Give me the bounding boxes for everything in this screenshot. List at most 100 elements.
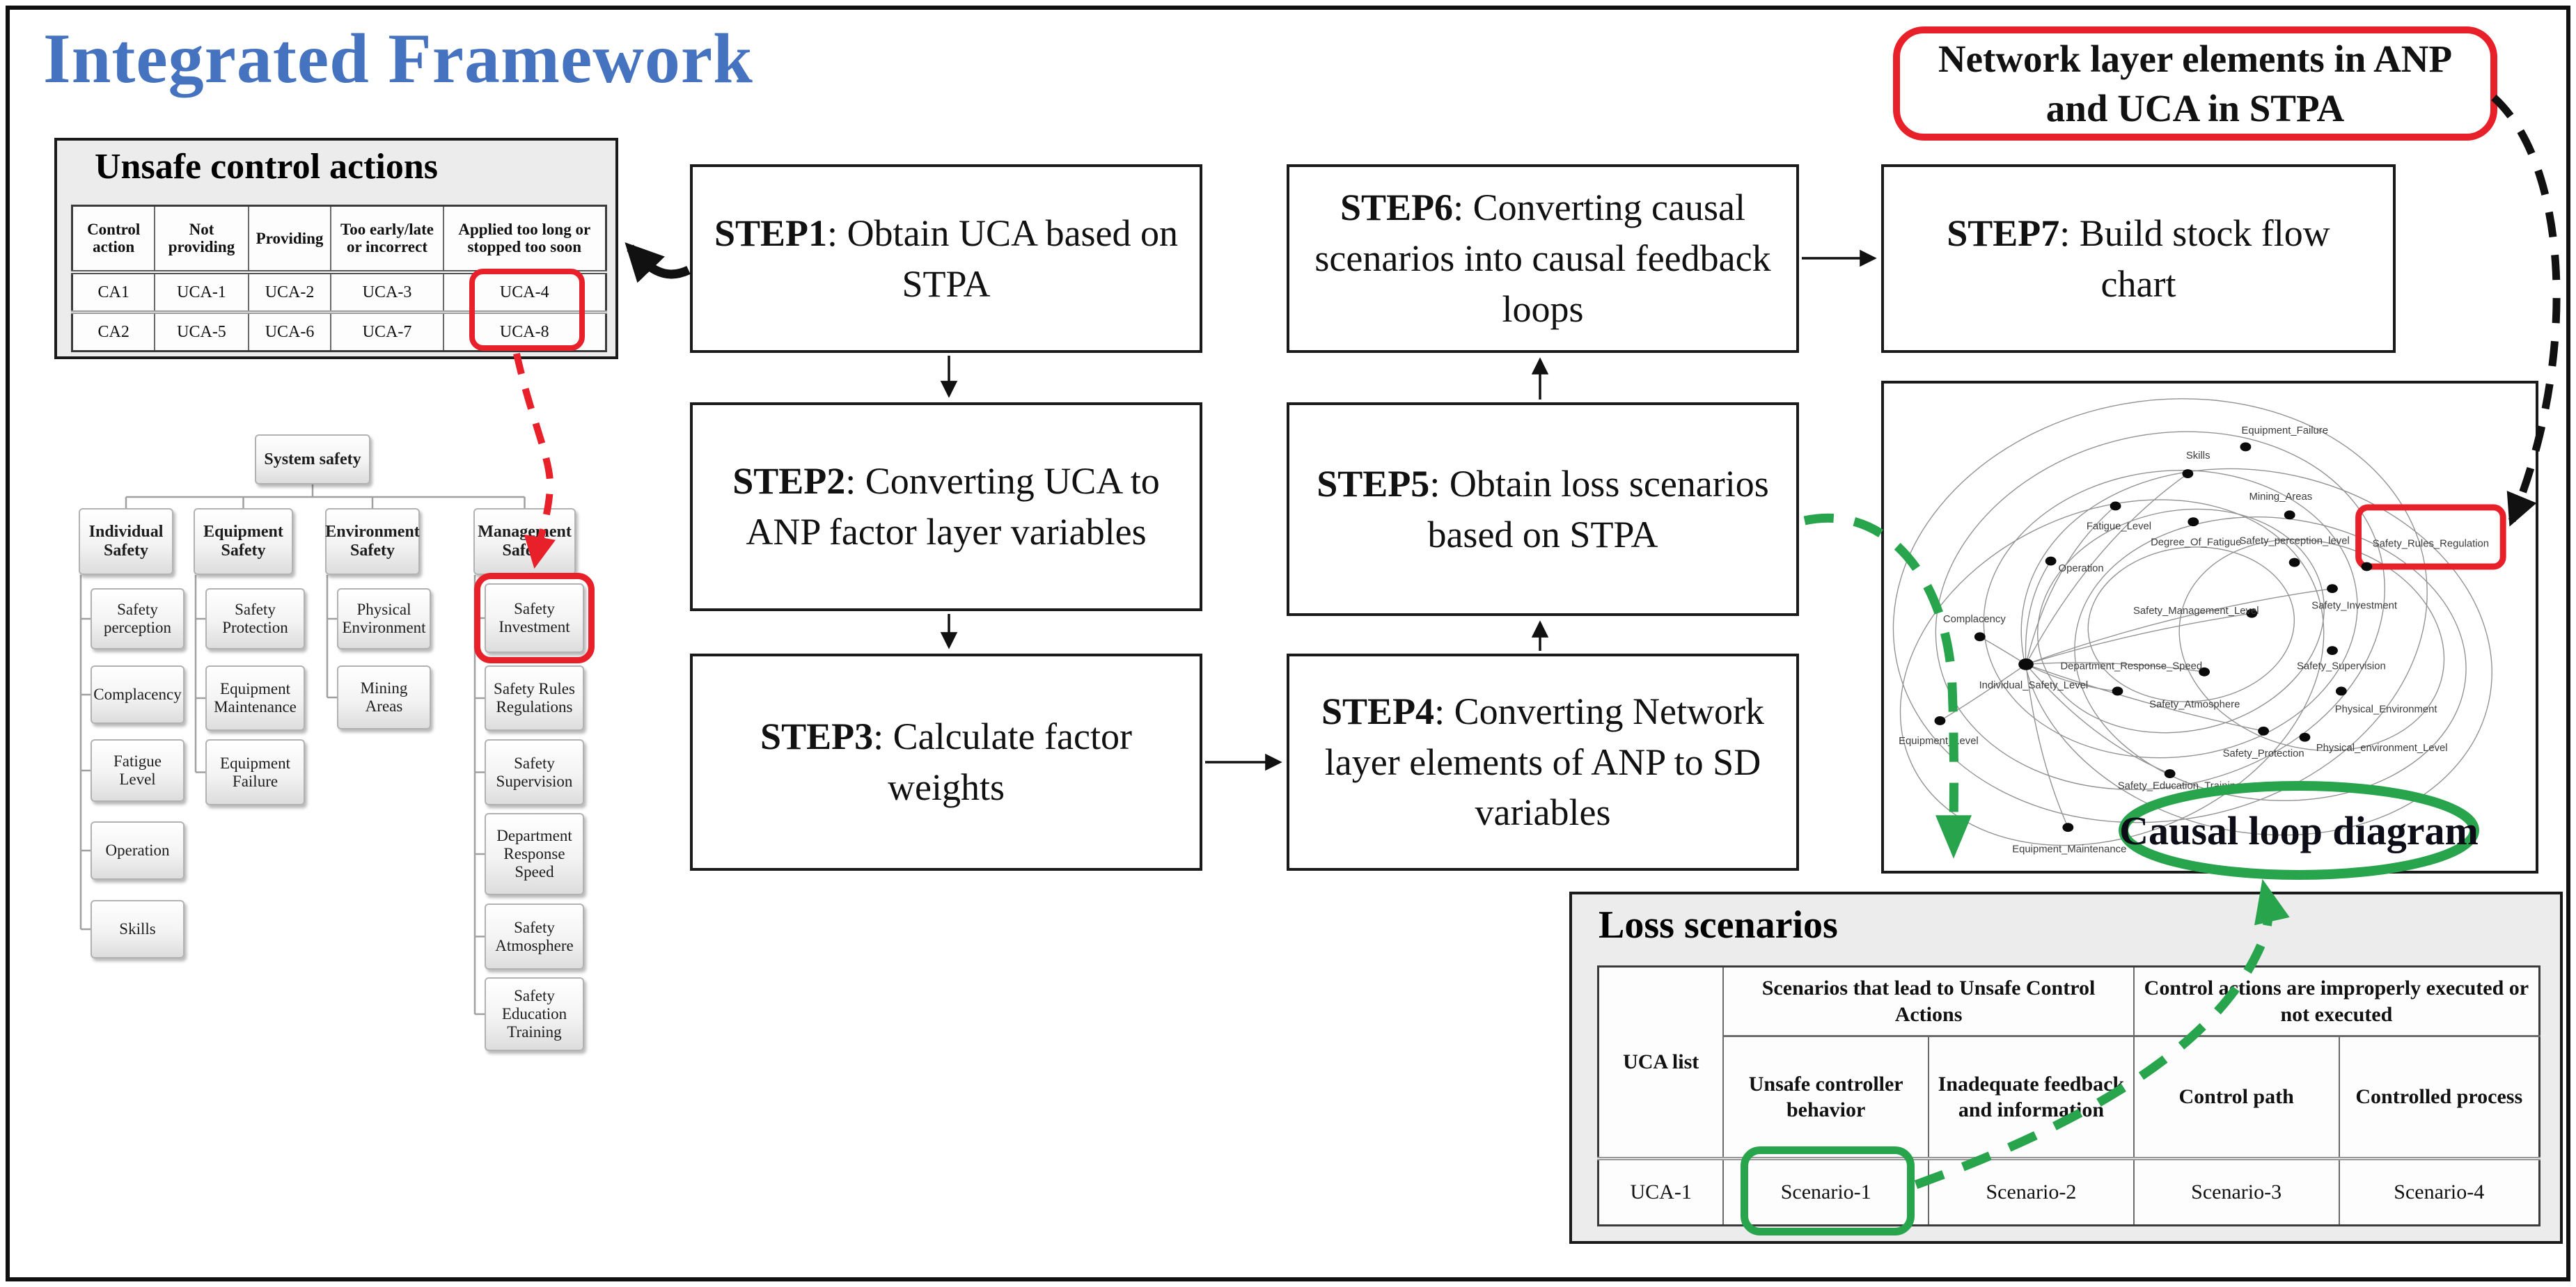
- causal-node-dot: [2327, 584, 2338, 594]
- causal-node-dot: [2188, 517, 2199, 527]
- uca-cell: UCA-6: [247, 310, 332, 352]
- loss-cell: Scenario-2: [1928, 1157, 2135, 1226]
- causal-link: [1979, 636, 2027, 665]
- loss-group-header-row: UCA list Scenarios that lead to Unsafe C…: [1597, 965, 2540, 1160]
- causal-node-dot: [2112, 686, 2123, 696]
- causal-link: [2025, 662, 2205, 672]
- causal-arc: [2087, 546, 2295, 702]
- tree-leaf: Safety Supervision: [485, 739, 584, 805]
- causal-node-dot: [2110, 501, 2121, 511]
- tree-leaf: Physical Environment: [337, 588, 431, 649]
- unsafe-control-actions-panel: Unsafe control actions Control action No…: [54, 138, 618, 359]
- uca-panel-title: Unsafe control actions: [95, 147, 439, 187]
- causal-link: [2025, 473, 2188, 665]
- causal-node-dot: [2284, 510, 2295, 520]
- causal-arc: [1983, 470, 2358, 759]
- loss-sub-header: Unsafe controller behavior: [1722, 1035, 1930, 1160]
- loss-cell: UCA-1: [1597, 1157, 1725, 1226]
- step-label: STEP2: Converting UCA to ANP factor laye…: [732, 460, 1160, 553]
- causal-loop-svg: Equipment_FailureSkillsMining_AreasFatig…: [1892, 398, 2506, 855]
- uca-table: Control action Not providing Providing T…: [71, 205, 607, 352]
- uca-cell: CA2: [71, 310, 156, 352]
- loss-sub-header: Inadequate feedback and information: [1928, 1035, 2135, 1160]
- step6-box: STEP6: Converting causal scenarios into …: [1287, 164, 1799, 353]
- causal-link: [2025, 505, 2116, 665]
- network-layer-callout: Network layer elements in ANP and UCA in…: [1893, 26, 2497, 141]
- step-label: STEP4: Converting Network layer elements…: [1321, 690, 1764, 834]
- loss-cell: Scenario-3: [2133, 1157, 2340, 1226]
- step4-box: STEP4: Converting Network layer elements…: [1287, 654, 1799, 871]
- causal-node-label: Skills: [2186, 450, 2210, 461]
- causal-link: [2025, 663, 2170, 775]
- tree-leaf: Complacency: [91, 665, 184, 724]
- step3-box: STEP3: Calculate factor weights: [690, 654, 1202, 871]
- causal-node-label: Complacency: [1943, 614, 2006, 625]
- tree-leaf: Equipment Maintenance: [205, 665, 305, 731]
- causal-link: [2025, 664, 2068, 828]
- loss-data-row: UCA-1 Scenario-1 Scenario-2 Scenario-3 S…: [1597, 1157, 2540, 1226]
- step2-box: STEP2: Converting UCA to ANP factor laye…: [690, 402, 1202, 611]
- step-label: STEP5: Obtain loss scenarios based on ST…: [1317, 462, 1769, 555]
- causal-link: [2025, 613, 2252, 665]
- uca-cell: UCA-5: [154, 310, 249, 352]
- uca-cell: CA1: [71, 270, 156, 313]
- loss-panel-title: Loss scenarios: [1599, 903, 1838, 947]
- loss-group-header: Control actions are improperly executed …: [2133, 965, 2540, 1037]
- tree-leaf: Safety Education Training: [485, 977, 584, 1051]
- tree-leaf: Safety Atmosphere: [485, 903, 584, 970]
- tree-parent-0: Individual Safety: [79, 508, 173, 575]
- causal-node-label: Individual_Safety_Level: [1979, 680, 2089, 691]
- causal-node-label: Equipment_Level: [1899, 736, 1979, 747]
- uca-col-header: Applied too long or stopped too soon: [442, 205, 607, 274]
- causal-node-label: Safety_Protection: [2223, 748, 2304, 759]
- step-label: STEP7: Build stock flow chart: [1947, 212, 2330, 305]
- causal-node-dot: [2062, 823, 2074, 832]
- loss-table-wrap: UCA list Scenarios that lead to Unsafe C…: [1597, 965, 2540, 1226]
- tree-root: System safety: [255, 434, 370, 484]
- causal-node-dot: [1934, 716, 1946, 725]
- tree-parent-3: Management Safety: [473, 508, 576, 575]
- uca-col-header: Providing: [247, 205, 332, 274]
- causal-link: [2025, 587, 2333, 665]
- causal-node-dot: [2335, 686, 2347, 696]
- causal-node-dot: [2240, 442, 2252, 452]
- causal-arc: [2178, 539, 2445, 752]
- uca-col-header: Not providing: [154, 205, 249, 274]
- causal-node-label: Equipment_Failure: [2242, 425, 2328, 436]
- causal-node-dot: [2199, 667, 2210, 677]
- causal-node-label: Safety_Education_Training: [2118, 780, 2242, 791]
- causal-node-label: Degree_Of_Fatigue: [2151, 537, 2241, 548]
- tree-leaf: Mining Areas: [337, 665, 431, 729]
- tree-connector-lines: [79, 484, 526, 1016]
- causal-node-dot: [1974, 632, 1986, 642]
- uca-col-header: Too early/late or incorrect: [330, 205, 444, 274]
- loss-sub-header: Controlled process: [2338, 1035, 2540, 1160]
- loss-sub-header-row: Unsafe controller behavior Inadequate fe…: [1599, 1035, 2540, 1160]
- causal-link: [1940, 663, 2027, 722]
- loss-group-header: Scenarios that lead to Unsafe Control Ac…: [1722, 965, 2135, 1037]
- tree-leaf: Safety perception: [91, 588, 184, 649]
- step-label: STEP1: Obtain UCA based on STPA: [714, 212, 1179, 305]
- step5-box: STEP5: Obtain loss scenarios based on ST…: [1287, 402, 1799, 616]
- tree-leaf: Fatigue Level: [91, 739, 184, 802]
- loss-table: UCA list Scenarios that lead to Unsafe C…: [1597, 965, 2540, 1226]
- tree-leaf: Operation: [91, 821, 184, 880]
- causal-node-label: Physical_environment_Level: [2316, 743, 2448, 754]
- loss-uca-list-header: UCA list: [1597, 965, 1725, 1160]
- loss-highlight-green-box: [1741, 1146, 1915, 1235]
- causal-node-label: Safety_Atmosphere: [2149, 700, 2240, 711]
- causal-node-label: Safety_Management_Level: [2133, 606, 2259, 617]
- uca-cell: UCA-7: [330, 310, 444, 352]
- tree-leaf: Skills: [91, 900, 184, 958]
- loss-scenarios-panel: Loss scenarios UCA list Scenarios that l…: [1569, 892, 2563, 1244]
- loss-cell: Scenario-4: [2338, 1157, 2540, 1226]
- uca-header-row: Control action Not providing Providing T…: [71, 205, 607, 274]
- tree-highlight-red-box: [474, 573, 595, 663]
- causal-link: [2025, 663, 2118, 692]
- tree-leaf: Safety Protection: [205, 588, 305, 649]
- causal-node-dot: [2018, 658, 2034, 670]
- loss-sub-header: Control path: [2133, 1035, 2340, 1160]
- uca-highlight-red-box: [469, 269, 585, 351]
